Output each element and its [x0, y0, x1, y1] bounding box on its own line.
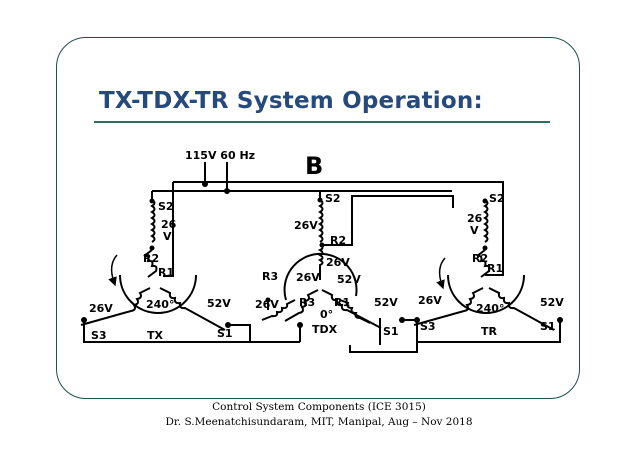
- tr-rotor-arc: [447, 274, 525, 314]
- tr-r2: R2: [472, 252, 488, 265]
- tr-26-top-unit: V: [470, 224, 479, 237]
- tdx-synchro: S2 26V R2 26V R3 26V 52V 26V R3 R1 52V 0…: [255, 192, 405, 338]
- tr-26v-left: 26V: [418, 294, 442, 307]
- tx-26-top: 26: [161, 218, 177, 231]
- tx-r1: R1: [158, 266, 174, 279]
- tx-s1: S1: [217, 327, 233, 340]
- supply-lines: [204, 162, 228, 191]
- tr-angle: 240°: [476, 302, 504, 315]
- tr-s1: S1: [540, 320, 556, 333]
- tdx-r3: R3: [299, 296, 315, 309]
- tr-r1: R1: [487, 262, 503, 275]
- tx-rotation-arrow: [108, 254, 118, 287]
- slide-title: TX-TDX-TR System Operation:: [99, 88, 483, 114]
- title-underline: [94, 121, 550, 123]
- tx-s3: S3: [91, 329, 107, 342]
- tdx-s1: S1: [383, 325, 399, 338]
- tdx-label: TDX: [312, 323, 338, 336]
- tx-synchro: S2 26 V R2 R1 26V 240° 52V S3 TX S1: [80, 198, 233, 342]
- tr-26-top: 26: [467, 212, 483, 225]
- tdx-coils: [261, 199, 382, 329]
- tdx-26v-top: 26V: [294, 219, 318, 232]
- tdx-52v: 52V: [337, 273, 361, 286]
- tr-coils: [413, 199, 555, 331]
- tx-26v-left: 26V: [89, 302, 113, 315]
- tdx-26v-rotor-a: 26V: [326, 256, 350, 269]
- wiring: [83, 181, 561, 353]
- tdx-rotor-arc: [283, 252, 358, 301]
- tr-s2: S2: [489, 192, 505, 205]
- tx-coils: [80, 199, 226, 331]
- tdx-r2: R2: [330, 234, 346, 247]
- tr-label: TR: [481, 325, 498, 338]
- slide-frame: [56, 37, 580, 399]
- tx-52v: 52V: [207, 297, 231, 310]
- tr-s3: S3: [420, 320, 436, 333]
- tx-s2: S2: [158, 200, 174, 213]
- tx-label: TX: [147, 329, 164, 342]
- tx-26-top-unit: V: [163, 230, 172, 243]
- tdx-52v-out: 52V: [374, 296, 398, 309]
- supply-label: 115V 60 Hz: [185, 149, 255, 162]
- tr-synchro: S2 26 V R2 R1 26V 240° 52V S3 TR S1: [413, 192, 564, 338]
- tr-52v: 52V: [540, 296, 564, 309]
- tx-angle: 240°: [146, 298, 174, 311]
- tdx-26v-left: 26V: [255, 298, 279, 311]
- tdx-s2: S2: [325, 192, 341, 205]
- tdx-r3-outer: R3: [262, 270, 278, 283]
- tr-rotation-arrow: [436, 257, 446, 290]
- tx-rotor-arc: [119, 274, 197, 314]
- bus-label: B: [305, 152, 323, 180]
- tdx-r1: R1: [334, 296, 350, 309]
- footer-author: Dr. S.Meenatchisundaram, MIT, Manipal, A…: [165, 416, 473, 428]
- footer-course: Control System Components (ICE 3015): [212, 401, 426, 413]
- tdx-angle: 0°: [320, 308, 333, 321]
- tdx-26v-rotor-b: 26V: [296, 271, 320, 284]
- tx-r2: R2: [143, 252, 159, 265]
